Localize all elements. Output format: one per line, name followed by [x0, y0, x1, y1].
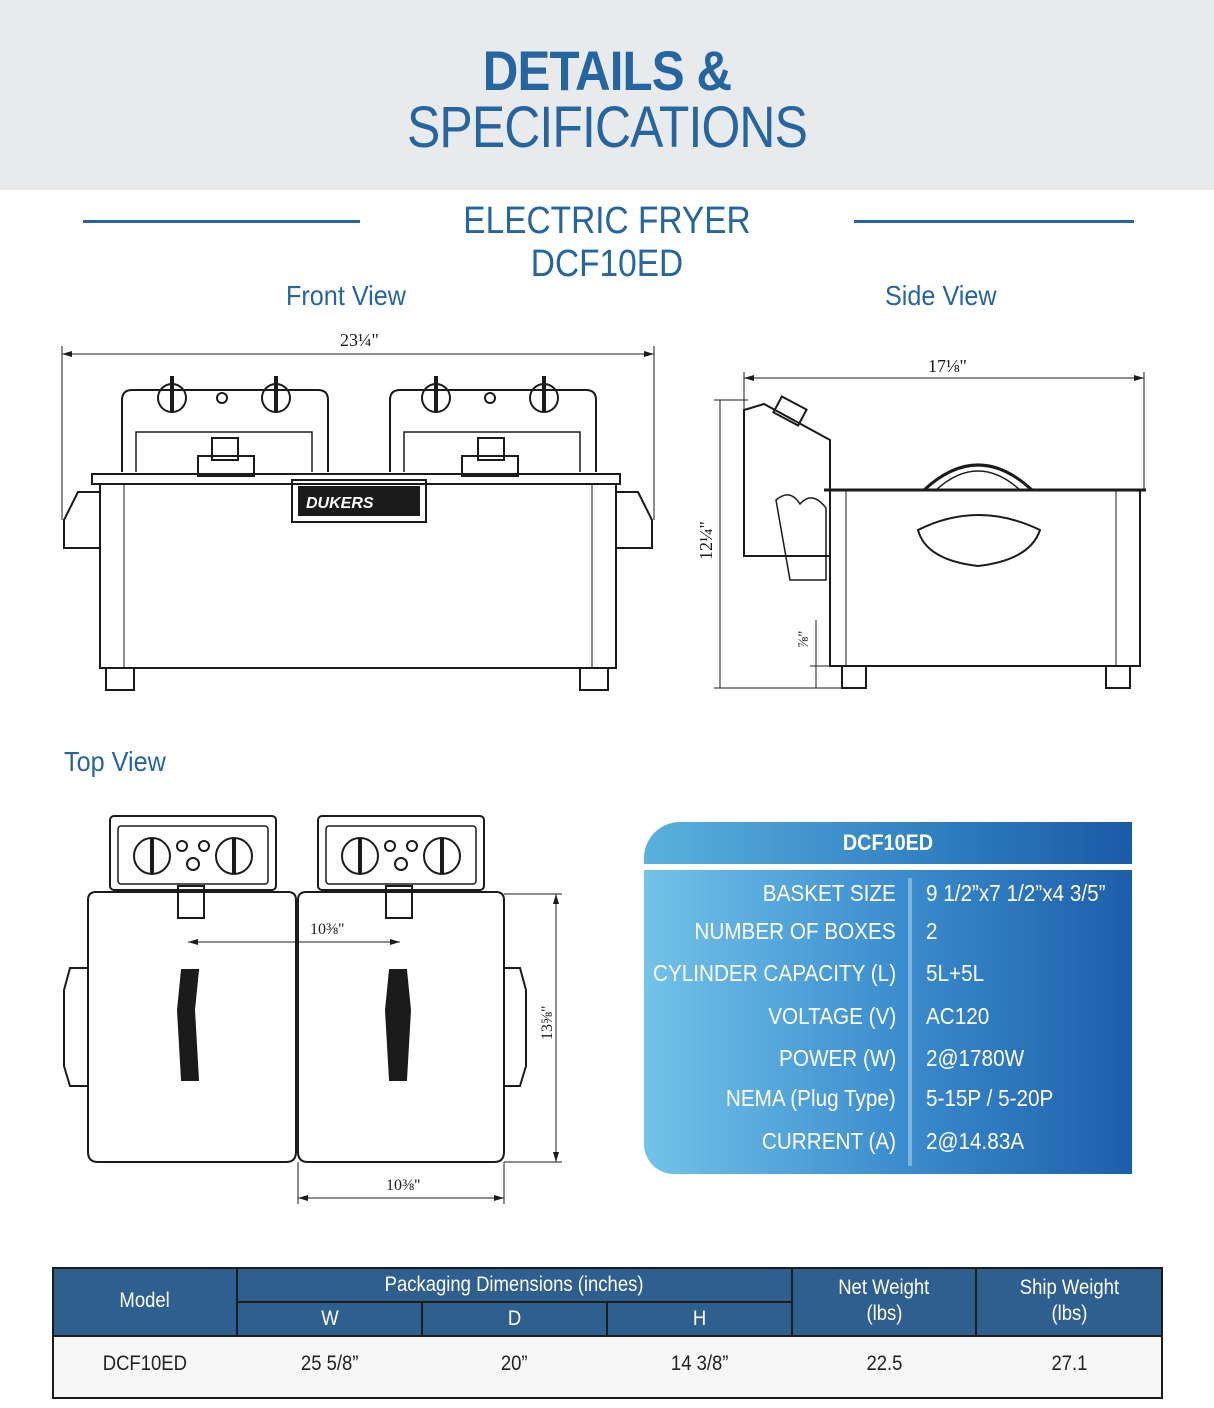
spec-label: NEMA (Plug Type)	[726, 1085, 896, 1111]
table-row: 25 5/8”	[238, 1352, 421, 1376]
table-row: 22.5	[793, 1352, 975, 1376]
spec-label: CURRENT (A)	[761, 1128, 896, 1154]
spec-value: 5-15P / 5-20P	[926, 1085, 1054, 1111]
th-net-weight-label: Net Weight	[838, 1276, 930, 1299]
td-ship-weight: 27.1	[1051, 1352, 1087, 1375]
page-title-line1: DETAILS &	[482, 39, 732, 102]
th-packaging-label: Packaging Dimensions (inches)	[385, 1273, 644, 1296]
subtitle-rule-right	[854, 220, 1134, 223]
spec-label: CYLINDER CAPACITY (L)	[652, 960, 896, 986]
front-width-dimension: 23¼"	[340, 330, 379, 350]
spec-label: POWER (W)	[778, 1045, 896, 1071]
top-depth-dimension: 13⅝"	[539, 1005, 556, 1040]
spec-row-cylinder-capacity: CYLINDER CAPACITY (L) 5L+5L	[644, 960, 1132, 990]
th-d: D	[423, 1303, 606, 1335]
spec-row-nema: NEMA (Plug Type) 5-15P / 5-20P	[644, 1085, 1132, 1115]
spec-value: 2@14.83A	[926, 1128, 1025, 1154]
spec-row-current: CURRENT (A) 2@14.83A	[644, 1128, 1132, 1158]
side-leg-dimension: ⅞"	[796, 631, 812, 648]
th-h-label: H	[692, 1307, 707, 1330]
table-row: 14 3/8”	[608, 1352, 791, 1376]
table-rule	[238, 1301, 791, 1303]
spec-card-header	[644, 822, 1132, 864]
side-view-drawing: 17⅛" 12¼" ⅞"	[696, 356, 1146, 689]
spec-row-basket-size: BASKET SIZE 9 1/2”x7 1/2”x4 3/5”	[644, 880, 1132, 910]
th-model: Model	[54, 1269, 236, 1335]
table-row: DCF10ED	[54, 1352, 236, 1376]
technical-drawings: 23¼" DUKERS	[61, 330, 1146, 1204]
th-net-weight: Net Weight (lbs)	[793, 1269, 975, 1335]
top-bottom-width-dimension: 10⅜"	[386, 1177, 421, 1194]
td-net-weight: 22.5	[866, 1352, 902, 1375]
spec-value: 2@1780W	[926, 1045, 1025, 1071]
side-view-label: Side View	[885, 280, 997, 311]
front-view-drawing: 23¼" DUKERS	[61, 330, 655, 691]
table-row: 27.1	[977, 1352, 1161, 1376]
spec-card: DCF10ED BASKET SIZE 9 1/2”x7 1/2”x4 3/5”…	[644, 822, 1132, 1174]
th-model-label: Model	[119, 1289, 171, 1312]
spec-row-power: POWER (W) 2@1780W	[644, 1045, 1132, 1075]
spec-row-voltage: VOLTAGE (V) AC120	[644, 1003, 1132, 1033]
table-rule	[975, 1269, 977, 1335]
front-view-label: Front View	[286, 280, 406, 311]
top-inner-width-dimension: 10⅜"	[310, 921, 345, 938]
top-view-label: Top View	[64, 746, 166, 777]
spec-row-number-of-boxes: NUMBER OF BOXES 2	[644, 918, 1132, 948]
table-rule	[791, 1269, 793, 1335]
td-w: 25 5/8”	[300, 1352, 359, 1375]
th-h: H	[608, 1303, 791, 1335]
side-height-dimension: 12¼"	[696, 521, 716, 560]
td-h: 14 3/8”	[670, 1352, 729, 1375]
th-w: W	[238, 1303, 421, 1335]
spec-card-body: BASKET SIZE 9 1/2”x7 1/2”x4 3/5” NUMBER …	[644, 870, 1132, 1174]
td-model: DCF10ED	[102, 1352, 188, 1375]
th-d-label: D	[507, 1307, 522, 1330]
spec-label: NUMBER OF BOXES	[694, 918, 896, 944]
th-ship-weight-unit: (lbs)	[1051, 1302, 1087, 1325]
subtitle-rule-left	[83, 220, 360, 223]
spec-label: BASKET SIZE	[762, 880, 896, 906]
top-view-drawing: 10⅜" 13⅝" 10⅜"	[63, 815, 562, 1204]
th-w-label: W	[320, 1307, 339, 1330]
th-ship-weight: Ship Weight (lbs)	[977, 1269, 1161, 1335]
table-rule	[421, 1301, 423, 1335]
th-net-weight-unit: (lbs)	[866, 1302, 902, 1325]
td-d: 20”	[501, 1352, 528, 1375]
table-rule	[54, 1335, 1161, 1337]
side-depth-dimension: 17⅛"	[928, 356, 967, 376]
table-rule	[606, 1301, 608, 1335]
page-title-line2: SPECIFICATIONS	[406, 95, 808, 160]
table-row: 20”	[423, 1352, 606, 1376]
product-subtitle: ELECTRIC FRYER DCF10ED	[463, 200, 751, 285]
spec-value: 9 1/2”x7 1/2”x4 3/5”	[926, 880, 1106, 906]
header-band	[0, 0, 1214, 190]
spec-divider	[908, 878, 912, 1166]
spec-label: VOLTAGE (V)	[767, 1003, 896, 1029]
dukers-logo: DUKERS	[306, 495, 374, 512]
th-packaging: Packaging Dimensions (inches)	[238, 1269, 791, 1301]
th-ship-weight-label: Ship Weight	[1019, 1276, 1119, 1299]
table-rule	[236, 1269, 238, 1335]
spec-card-title: DCF10ED	[842, 830, 934, 855]
spec-value: AC120	[926, 1003, 990, 1029]
spec-value: 5L+5L	[926, 960, 985, 986]
spec-value: 2	[926, 918, 938, 944]
